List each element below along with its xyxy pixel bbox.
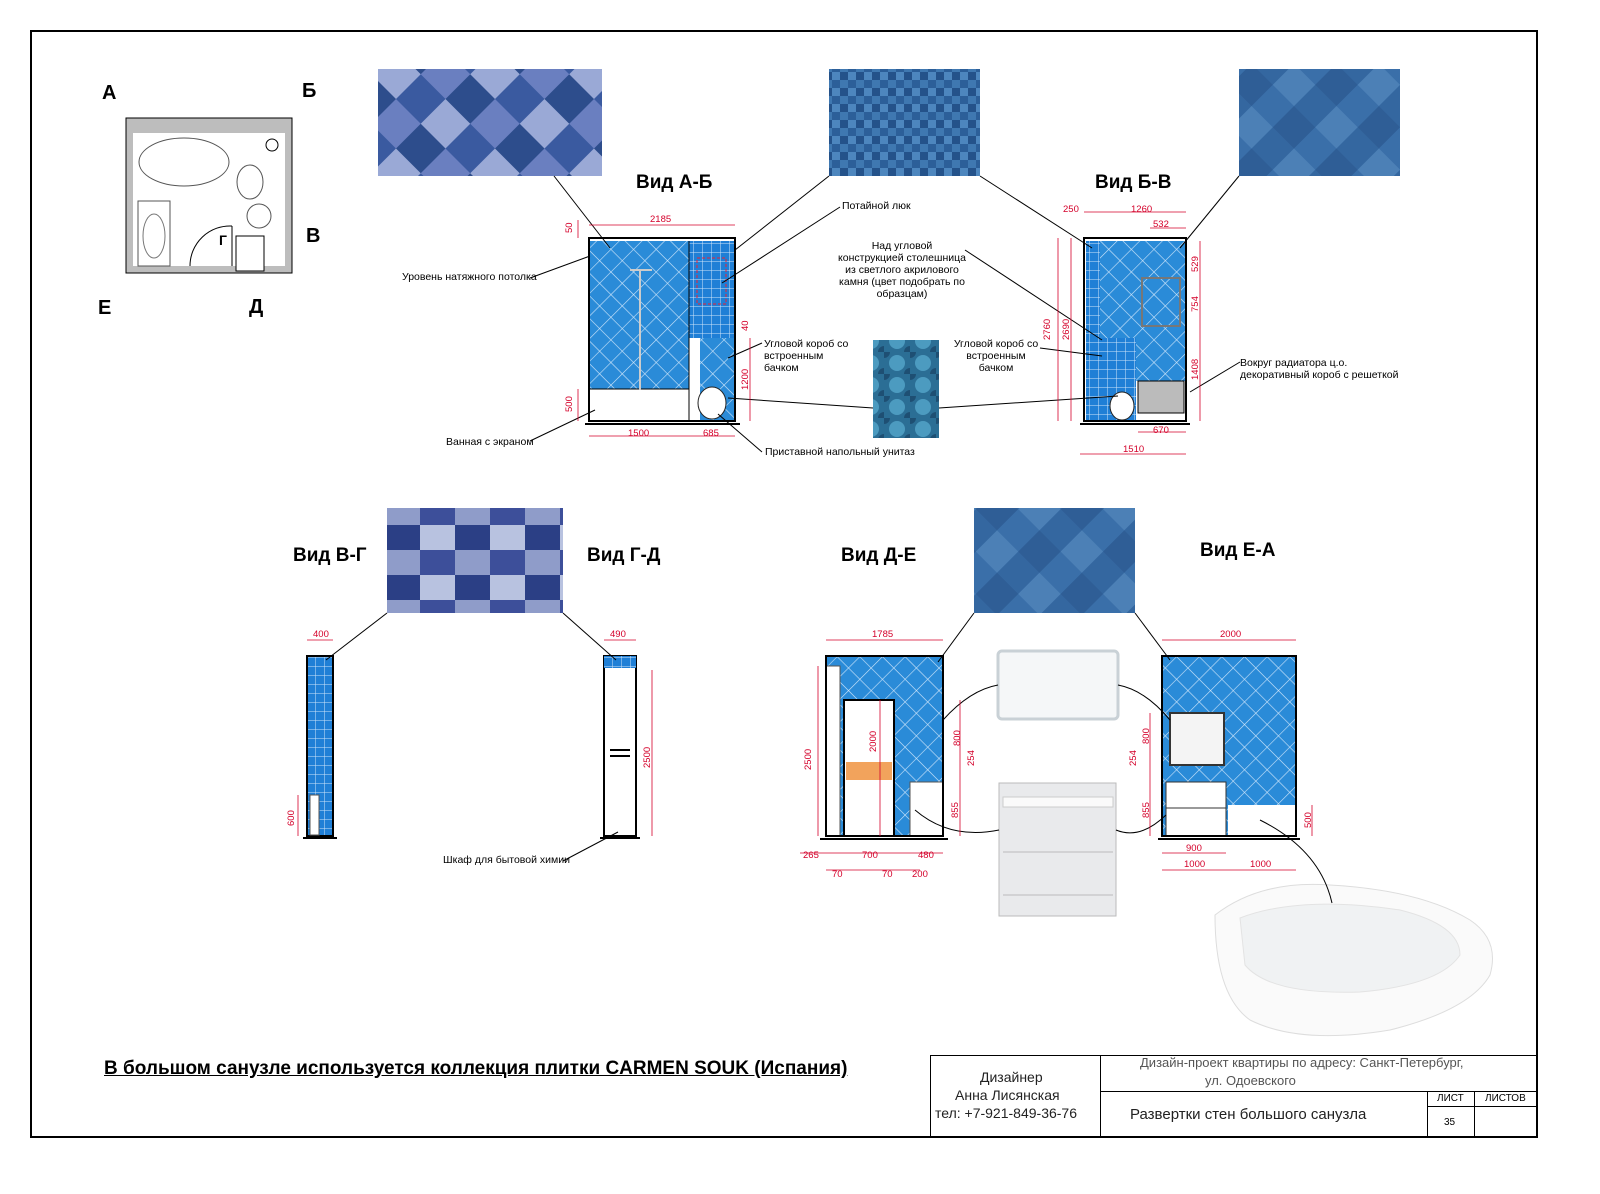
dim-ea-855: 855 [1141, 802, 1152, 818]
drawing-frame [30, 30, 1538, 1138]
dim-bv-1260: 1260 [1131, 204, 1153, 215]
dim-de-2000: 2000 [868, 730, 879, 752]
bathtub-photo [1214, 883, 1493, 1037]
tile-swatch-3 [1239, 69, 1400, 176]
title-block-hline [1100, 1091, 1538, 1092]
dim-bv-754: 754 [1190, 296, 1201, 312]
dim-bv-1408: 1408 [1190, 358, 1201, 380]
tile-swatch-1 [378, 69, 602, 176]
dim-ab-width: 2185 [650, 214, 672, 225]
dim-de-855: 855 [950, 802, 961, 818]
tile-collection-note: В большом санузле используется коллекция… [104, 1058, 848, 1079]
note-corner-box-1: Угловой короб со встроенным бачком [764, 338, 849, 374]
title-block-divider [1100, 1055, 1101, 1138]
dim-de-1785: 1785 [872, 629, 894, 640]
tile-swatch-2 [829, 69, 980, 176]
note-countertop: Над угловой конструкцией столешница из с… [838, 240, 966, 300]
designer-phone: тел: +7-921-849-36-76 [935, 1105, 1077, 1121]
dimension-lines [297, 211, 1313, 871]
dim-ab-50: 50 [564, 222, 575, 233]
note-corner-box-2: Угловой короб со встроенным бачком [953, 338, 1039, 374]
dim-de-70a: 70 [832, 869, 843, 880]
dim-de-480: 480 [918, 850, 934, 861]
project-address-line2: ул. Одоевского [1205, 1073, 1296, 1088]
sheet-label: ЛИСТ [1437, 1093, 1464, 1104]
view-title-ab: Вид А-Б [636, 172, 713, 193]
view-title-ea: Вид Е-А [1200, 540, 1276, 561]
dim-gd-490: 490 [610, 629, 626, 640]
dim-bv-529: 529 [1190, 256, 1201, 272]
mirror-photo [996, 649, 1120, 721]
dim-bv-532: 532 [1153, 219, 1169, 230]
plan-letter-v: В [306, 225, 321, 247]
note-hatch: Потайной люк [842, 200, 911, 212]
dim-ea-2000: 2000 [1220, 629, 1242, 640]
dim-bv-2760: 2760 [1042, 318, 1053, 340]
plan-letter-g: Г [219, 232, 227, 248]
dim-ea-1000b: 1000 [1250, 859, 1272, 870]
dim-bv-250: 250 [1063, 204, 1079, 215]
plan-letter-b: Б [302, 80, 317, 102]
dim-bv-670: 670 [1153, 425, 1169, 436]
view-ea [1158, 655, 1300, 840]
dim-gd-2500: 2500 [642, 746, 653, 768]
sheets-label: ЛИСТОВ [1485, 1093, 1526, 1104]
dim-de-200: 200 [912, 869, 928, 880]
sheet-cells-hline [1427, 1106, 1538, 1107]
view-vg [303, 655, 337, 839]
dim-bv-1510: 1510 [1123, 444, 1145, 455]
project-address-line1: Дизайн-проект квартиры по адресу: Санкт-… [1140, 1055, 1464, 1070]
view-title-bv: Вид Б-В [1095, 172, 1172, 193]
dim-de-2500: 2500 [803, 748, 814, 770]
view-title-gd: Вид Г-Д [587, 545, 661, 566]
dim-ea-254: 254 [1128, 750, 1139, 766]
floor-plan [125, 117, 293, 274]
dim-ab-40: 40 [740, 320, 751, 331]
tile-swatch-4 [387, 508, 563, 613]
view-title-vg: Вид В-Г [293, 545, 367, 566]
tile-swatch-5 [974, 508, 1135, 613]
plan-letter-d: Д [249, 296, 264, 318]
designer-name: Анна Лисянская [955, 1087, 1060, 1103]
note-toilet: Приставной напольный унитаз [765, 446, 915, 458]
dim-ea-800: 800 [1141, 728, 1152, 744]
dim-ea-900: 900 [1186, 843, 1202, 854]
dim-ab-685: 685 [703, 428, 719, 439]
note-cabinet: Шкаф для бытовой химии [443, 854, 570, 866]
designer-label: Дизайнер [980, 1069, 1043, 1085]
plan-letter-a: А [102, 82, 117, 104]
dim-de-800: 800 [952, 730, 963, 746]
plan-letter-e: Е [98, 297, 112, 319]
dim-ab-1200: 1200 [740, 368, 751, 390]
leader-lines [325, 175, 1333, 904]
dim-de-265: 265 [803, 850, 819, 861]
dim-ea-1000a: 1000 [1184, 859, 1206, 870]
dim-vg-400: 400 [313, 629, 329, 640]
dim-bv-2690: 2690 [1061, 318, 1072, 340]
dim-de-254: 254 [966, 750, 977, 766]
dim-de-70b: 70 [882, 869, 893, 880]
dim-vg-600: 600 [286, 810, 297, 826]
note-radiator: Вокруг радиатора ц.о. декоративный короб… [1240, 357, 1399, 381]
view-title-de: Вид Д-Е [841, 545, 917, 566]
view-de [820, 655, 948, 840]
sheet-cells [1427, 1091, 1538, 1138]
dim-de-700: 700 [862, 850, 878, 861]
note-ceiling: Уровень натяжного потолка [402, 271, 537, 283]
view-gd [600, 655, 640, 839]
dim-ea-500: 500 [1303, 812, 1314, 828]
tile-swatch-mosaic [873, 340, 939, 438]
sheet-title: Развертки стен большого санузла [1130, 1106, 1367, 1123]
dim-ab-500: 500 [564, 396, 575, 412]
view-ab [585, 237, 740, 425]
sheet-number: 35 [1444, 1117, 1456, 1128]
view-bv [1080, 237, 1190, 425]
dim-ab-1500: 1500 [628, 428, 650, 439]
note-bath: Ванная с экраном [446, 436, 534, 448]
sheet-cells-divider [1474, 1091, 1475, 1138]
